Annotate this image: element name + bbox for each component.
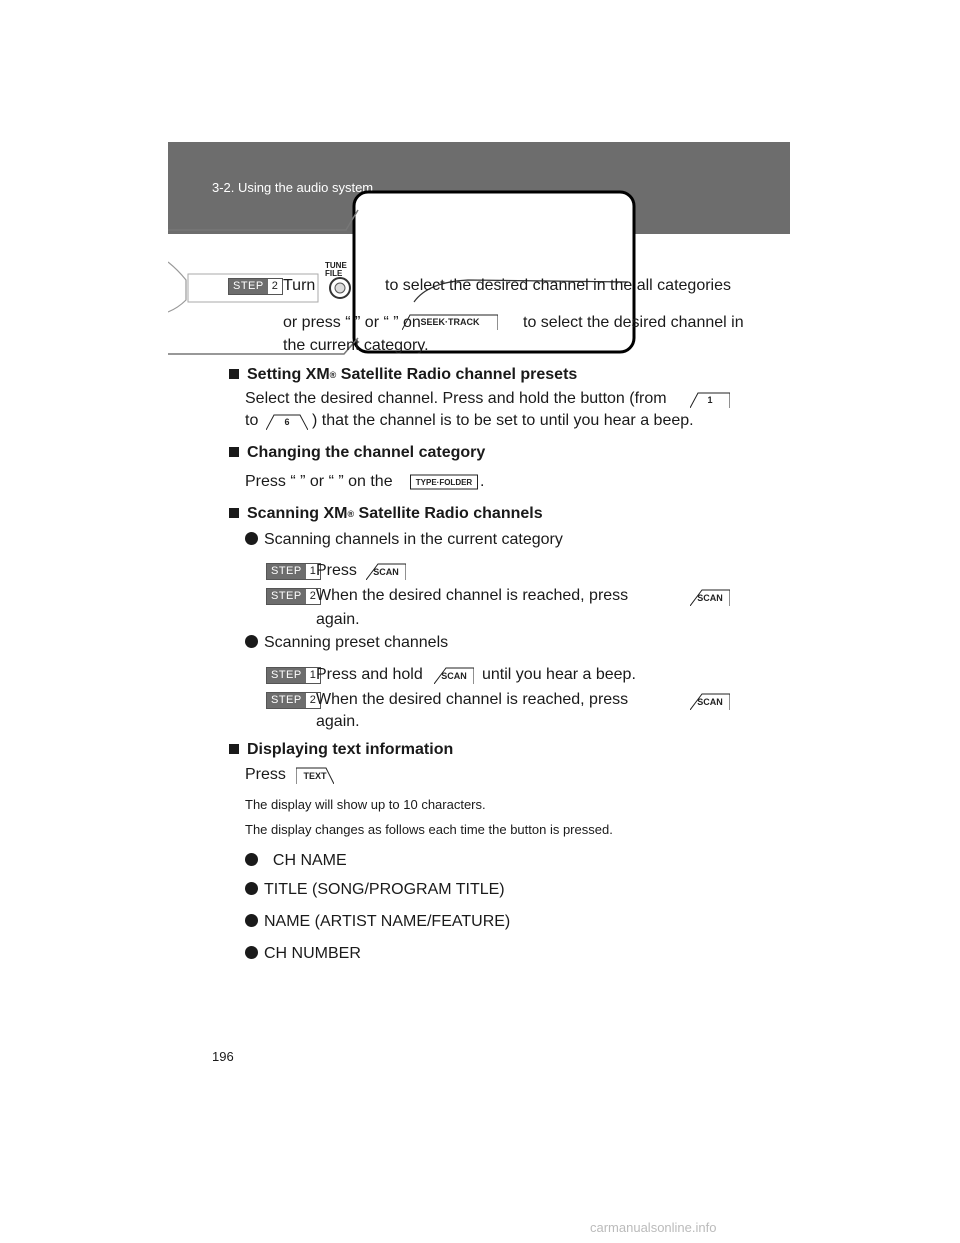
bullet-icon xyxy=(245,532,258,545)
square-bullet-icon xyxy=(229,369,239,379)
text-info-note2: The display changes as follows each time… xyxy=(245,822,613,837)
scan-button: SCAN xyxy=(690,588,730,606)
text-info-heading: Displaying text information xyxy=(229,740,453,760)
category-heading: Changing the channel category xyxy=(229,443,485,463)
seek-track-label: SEEK·TRACK xyxy=(420,317,480,327)
bullet-icon xyxy=(245,635,258,648)
presets-line1: Select the desired channel. Press and ho… xyxy=(245,390,667,407)
type-folder-button: TYPE·FOLDER xyxy=(410,474,478,490)
section-title: 3-2. Using the audio system xyxy=(212,180,374,195)
s2-step1-text-b: until you hear a beep. xyxy=(482,666,636,683)
s1-step1-text: Press xyxy=(316,562,357,579)
page-number: 196 xyxy=(212,1049,234,1064)
radio-panel-illustration xyxy=(168,190,636,355)
seek-track-button: SEEK·TRACK xyxy=(402,314,498,330)
scanning-sub1: Scanning channels in the current categor… xyxy=(245,530,563,550)
scan-button: SCAN xyxy=(366,562,406,580)
watermark-text: carmanualsonline.info xyxy=(590,1220,717,1235)
list-item: CH NAME xyxy=(245,851,347,871)
presets-heading: Setting XM® Satellite Radio channel pres… xyxy=(229,365,577,385)
bullet-icon xyxy=(245,946,258,959)
list-item: TITLE (SONG/PROGRAM TITLE) xyxy=(245,880,505,900)
intro-line1-b: to select the desired channel in the all… xyxy=(385,277,731,294)
list-item: CH NUMBER xyxy=(245,944,361,964)
list-item: NAME (ARTIST NAME/FEATURE) xyxy=(245,912,510,932)
category-line-a: Press “ ” or “ ” on the xyxy=(245,473,393,490)
intro-line2-a: or press “ ” or “ ” on xyxy=(283,314,421,331)
bullet-icon xyxy=(245,853,258,866)
tune-file-label: TUNE FILE xyxy=(325,261,347,278)
scan-button: SCAN xyxy=(690,692,730,710)
square-bullet-icon xyxy=(229,508,239,518)
scanning-heading: Scanning XM® Satellite Radio channels xyxy=(229,504,543,524)
s1-step2-text-a: When the desired channel is reached, pre… xyxy=(316,587,629,604)
text-info-press: Press xyxy=(245,766,286,783)
bullet-icon xyxy=(245,882,258,895)
text-info-note1: The display will show up to 10 character… xyxy=(245,797,486,812)
presets-line2-a: to xyxy=(245,412,259,429)
square-bullet-icon xyxy=(229,744,239,754)
scan-button: SCAN xyxy=(434,666,474,684)
intro-line2-b: to select the desired channel in xyxy=(523,314,744,331)
s1-step2-text-b: again. xyxy=(316,611,360,628)
presets-line2-b: ) that the channel is to be set to until… xyxy=(312,412,694,429)
preset-1-button: 1 xyxy=(690,392,730,408)
s2-step1-text-a: Press and hold xyxy=(316,666,423,683)
text-button: TEXT xyxy=(296,766,334,784)
category-line-b: . xyxy=(480,473,485,490)
s2-step2-text-a: When the desired channel is reached, pre… xyxy=(316,691,629,708)
square-bullet-icon xyxy=(229,447,239,457)
intro-line1-a: Turn xyxy=(283,277,316,294)
intro-line3: the current category. xyxy=(283,337,429,354)
scanning-sub2: Scanning preset channels xyxy=(245,633,448,653)
preset-6-button: 6 xyxy=(266,414,308,430)
bullet-icon xyxy=(245,914,258,927)
s2-step2-text-b: again. xyxy=(316,713,360,730)
